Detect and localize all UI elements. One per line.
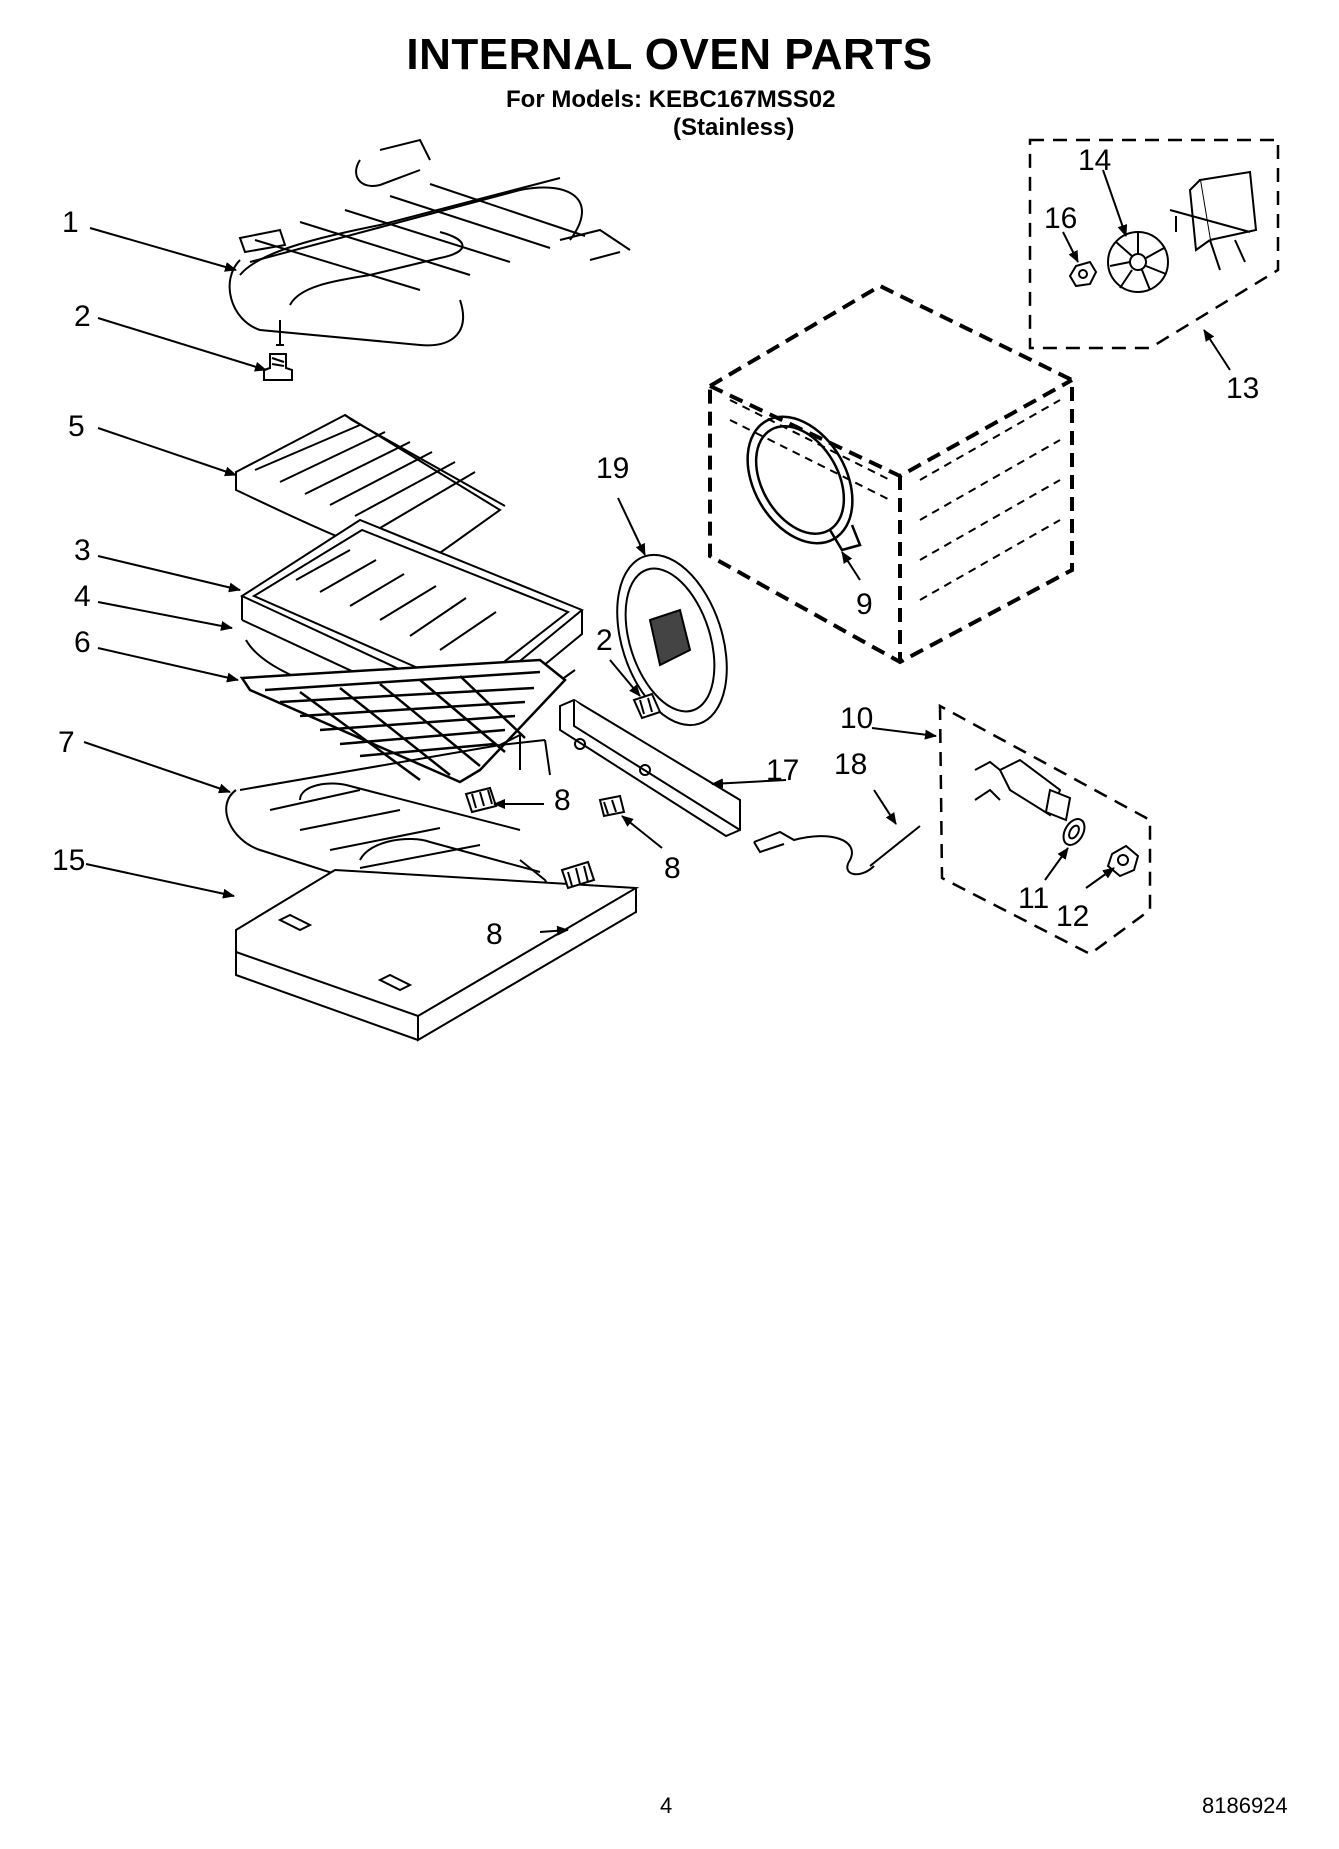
probe-receptacle: [974, 758, 1072, 822]
broil-element: [228, 138, 631, 347]
oven-rack: [239, 658, 567, 784]
screw-8-upper: [464, 786, 498, 814]
screw-8-lower: [560, 860, 596, 890]
page-title: INTERNAL OVEN PARTS: [406, 30, 933, 79]
callout-2-upper: 2: [74, 300, 91, 333]
convection-element: [746, 415, 862, 552]
callout-3: 3: [74, 534, 91, 567]
fan-baffle: [616, 553, 728, 727]
callout-5: 5: [68, 410, 85, 443]
callout-8-upper: 8: [554, 784, 571, 817]
callout-18: 18: [834, 748, 867, 781]
callout-11: 11: [1018, 882, 1049, 915]
document-number: 8186924: [1202, 1793, 1288, 1818]
callout-leaders: [83, 169, 1231, 936]
callout-2-lower: 2: [596, 624, 613, 657]
callout-17: 17: [766, 754, 799, 787]
oven-cavity: [708, 283, 1074, 665]
callout-10: 10: [840, 702, 873, 735]
page-number: 4: [660, 1793, 673, 1818]
screw-lower: [632, 692, 662, 720]
callout-7: 7: [58, 726, 75, 759]
screw-8-middle: [598, 794, 626, 818]
callout-1: 1: [62, 206, 79, 239]
callout-6: 6: [74, 626, 91, 659]
element-bracket: [559, 698, 741, 838]
fan-blade: [1107, 231, 1169, 293]
callout-9: 9: [856, 588, 873, 621]
fan-motor: [1169, 170, 1258, 271]
callout-13: 13: [1226, 372, 1259, 405]
oven-cavity-detail: [729, 399, 1061, 601]
callout-14: 14: [1078, 144, 1111, 177]
probe-receptacle-box: [938, 703, 1152, 956]
probe-washer: [1062, 818, 1086, 846]
callout-8-lower: 8: [486, 918, 503, 951]
screw-upper: [263, 353, 293, 381]
model-variant: (Stainless): [673, 114, 795, 141]
callout-15: 15: [52, 844, 85, 877]
callout-8-middle: 8: [664, 852, 681, 885]
callout-4: 4: [74, 580, 91, 613]
fan-nut: [1068, 260, 1098, 288]
oven-bottom-plate: [235, 868, 640, 1042]
meat-probe: [753, 825, 921, 876]
probe-nut: [1106, 844, 1140, 878]
callout-16: 16: [1044, 202, 1077, 235]
callout-19: 19: [596, 452, 629, 485]
model-number: For Models: KEBC167MSS02: [506, 86, 836, 113]
callout-12: 12: [1056, 900, 1089, 933]
